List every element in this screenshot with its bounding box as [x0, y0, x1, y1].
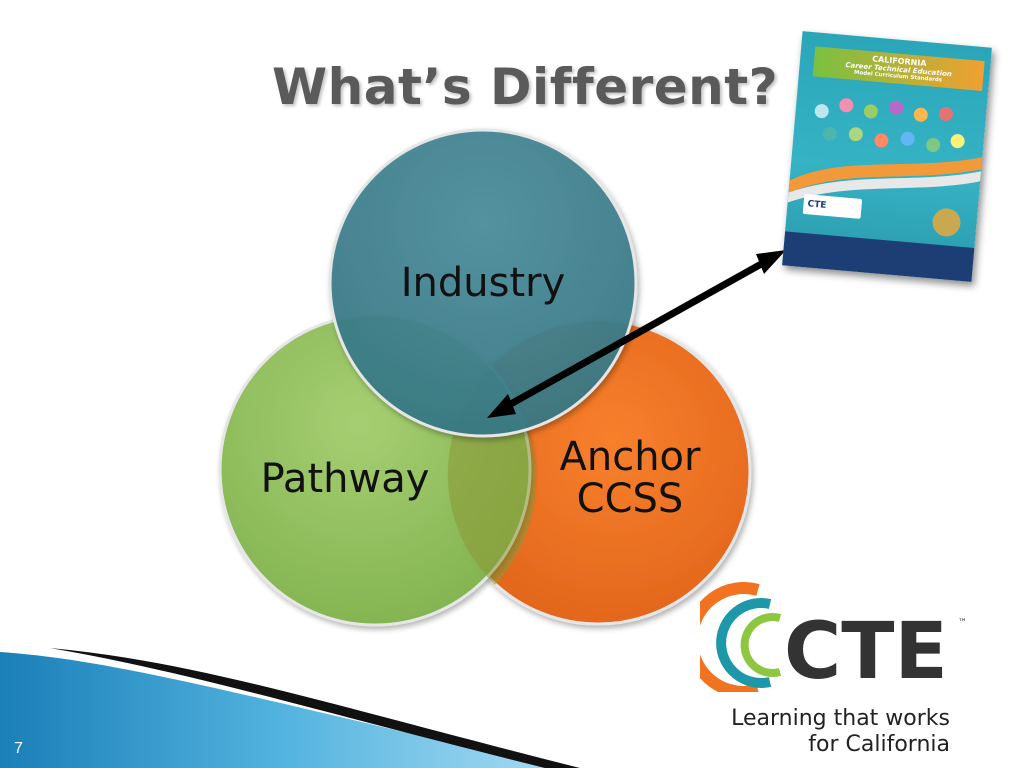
trademark-symbol: ™ [958, 618, 967, 628]
arrowhead-end [756, 250, 786, 274]
slide-title: What’s Different? [272, 58, 779, 116]
arrowhead-start [487, 394, 516, 418]
curriculum-cover-image: CALIFORNIA Career Technical Education Mo… [782, 31, 992, 282]
pathway-label: Pathway [261, 456, 430, 502]
logo-text: CTE [784, 607, 948, 692]
logo-tagline: Learning that works for California [731, 706, 950, 758]
logo-swoosh-orange [700, 582, 760, 692]
logo-swoosh-teal [716, 598, 772, 688]
cte-logo: CTE [700, 582, 948, 692]
cover-sector-icons [787, 98, 983, 237]
anchor-label: Anchor [560, 434, 702, 480]
tagline-line2: for California [808, 732, 950, 757]
connector-arrow [498, 254, 774, 414]
ccss-label: CCSS [577, 476, 684, 522]
logo-swoosh-green [740, 613, 782, 677]
industry-label: Industry [401, 260, 566, 306]
tagline-line1: Learning that works [731, 706, 950, 731]
industry-circle [328, 128, 638, 438]
page-number: 7 [14, 740, 23, 757]
